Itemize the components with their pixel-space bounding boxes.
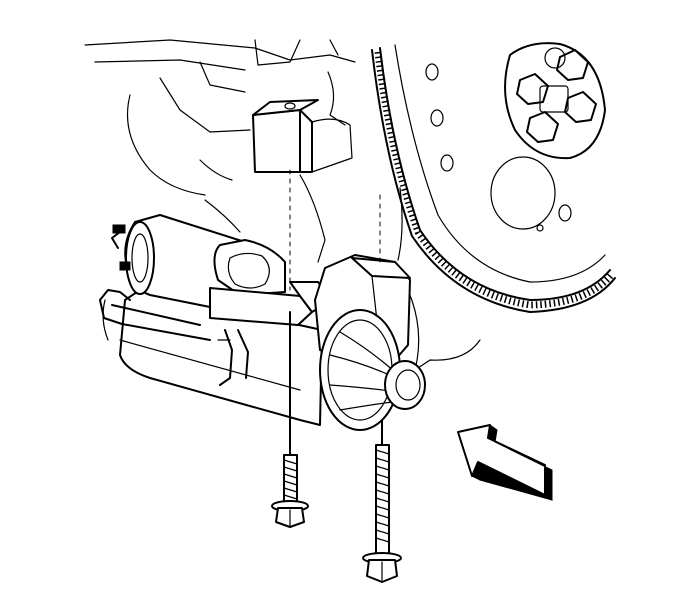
bolt-icon	[271, 454, 309, 528]
starter-motor-icon	[99, 214, 426, 431]
bolt-icon	[362, 444, 402, 583]
bracket-icon	[252, 99, 353, 173]
flywheel-icon	[371, 42, 616, 313]
arrow-icon	[457, 424, 553, 501]
alignment-lines	[289, 169, 383, 456]
